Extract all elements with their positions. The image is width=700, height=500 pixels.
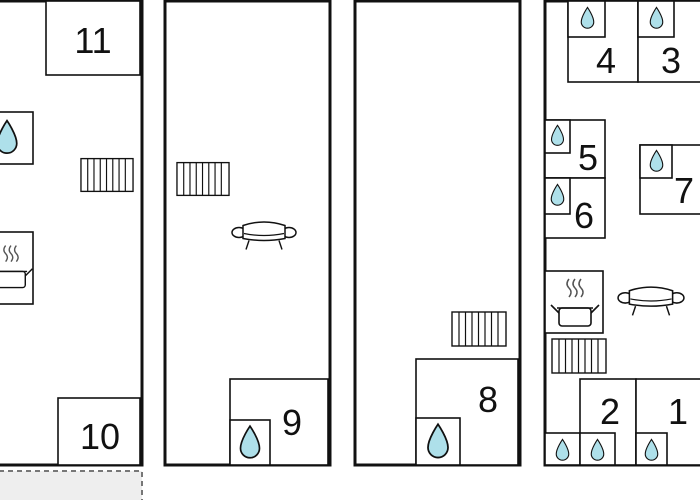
building-1: 11 10 <box>0 0 144 467</box>
radiator-icon <box>551 338 607 374</box>
room-9-label: 9 <box>282 402 302 443</box>
room-4: 4 <box>567 0 639 83</box>
room-9: 9 <box>229 378 329 466</box>
room-6-label: 6 <box>574 195 594 236</box>
building-4: 4 3 5 6 7 <box>543 0 700 467</box>
room-8-label: 8 <box>478 379 498 420</box>
room-7-label: 7 <box>674 170 694 211</box>
room-4-label: 4 <box>596 40 616 81</box>
room-2: 2 <box>544 378 637 466</box>
room-10-label: 10 <box>80 416 120 457</box>
kitchen-b1 <box>0 231 34 305</box>
radiator-icon <box>451 311 507 347</box>
room-5: 5 <box>544 119 606 179</box>
room-6: 6 <box>544 177 606 239</box>
room-1: 1 <box>635 378 700 466</box>
room-11-label: 11 <box>74 20 111 61</box>
room-5-label: 5 <box>578 137 598 178</box>
room-3: 3 <box>637 0 700 83</box>
room-7: 7 <box>639 144 700 215</box>
building-2: 9 <box>163 0 332 467</box>
radiator-icon <box>176 161 230 197</box>
room-8: 8 <box>415 358 519 466</box>
room-2-label: 2 <box>600 391 620 432</box>
room-10: 10 <box>57 397 141 466</box>
room-1-label: 1 <box>668 391 688 432</box>
room-11: 11 <box>45 0 141 76</box>
kitchen-b4 <box>544 270 604 334</box>
room-3-label: 3 <box>661 40 681 81</box>
bathroom-b1 <box>0 111 34 165</box>
terrace-area <box>0 470 143 500</box>
building-3: 8 <box>353 0 522 467</box>
radiator-icon <box>80 157 134 193</box>
